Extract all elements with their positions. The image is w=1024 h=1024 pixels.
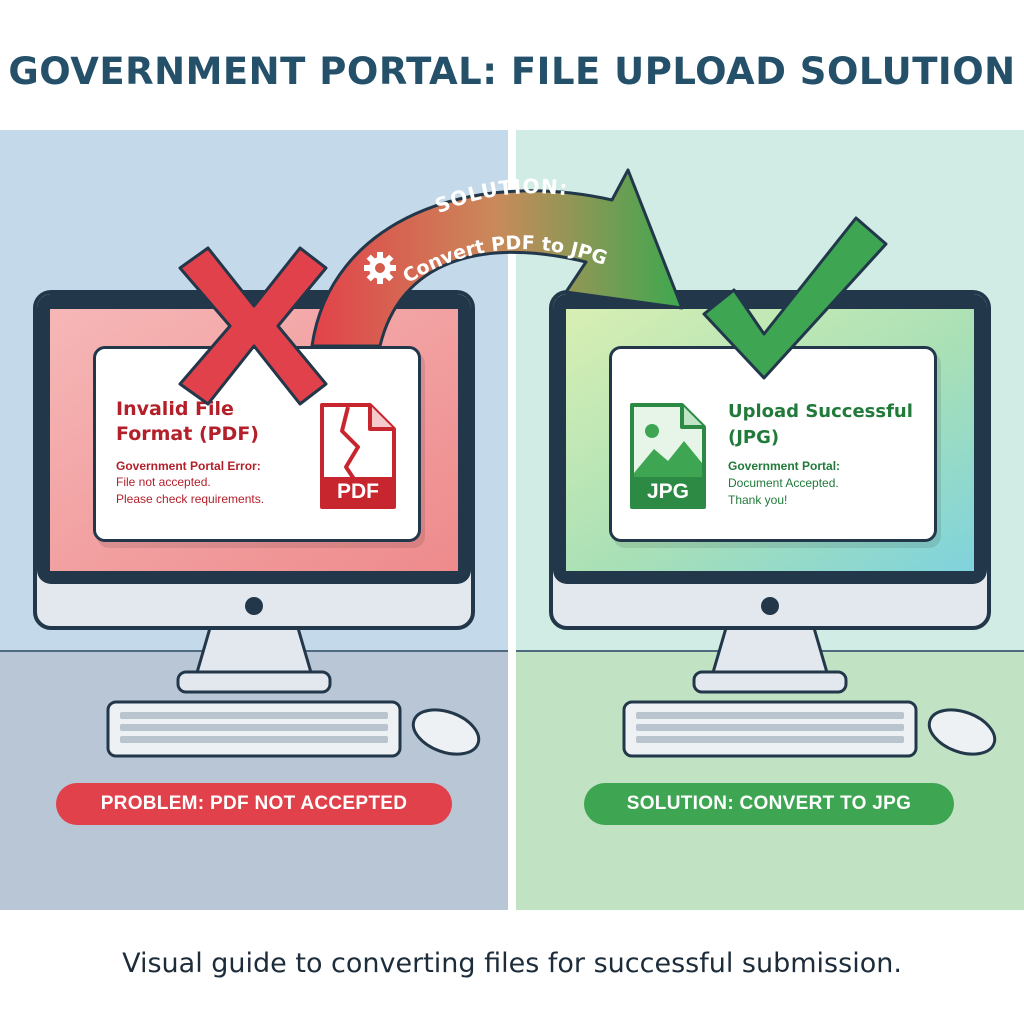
jpg-file-label: JPG <box>647 480 689 503</box>
problem-badge: PROBLEM: PDF NOT ACCEPTED <box>56 783 452 825</box>
left-mouse <box>411 708 481 756</box>
success-message: Document Accepted. <box>728 476 839 490</box>
error-instruction: Please check requirements. <box>116 492 265 506</box>
right-mouse <box>927 708 997 756</box>
page-title: GOVERNMENT PORTAL: FILE UPLOAD SOLUTION <box>8 50 1016 93</box>
jpg-image-file-icon: JPG <box>630 403 706 509</box>
solution-badge: SOLUTION: CONVERT TO JPG <box>584 783 954 825</box>
error-dialog: Invalid File Format (PDF) Government Por… <box>93 346 421 542</box>
error-subheading: Government Portal Error: <box>116 459 261 473</box>
broken-pdf-file-icon: PDF <box>320 403 396 509</box>
pdf-file-label: PDF <box>337 480 379 503</box>
red-x-icon <box>178 246 328 406</box>
success-subheading: Government Portal: <box>728 459 841 473</box>
caption: Visual guide to converting files for suc… <box>122 948 902 979</box>
success-heading: Upload Successful (JPG) <box>728 401 913 448</box>
conversion-arrow: SOLUTION: Convert PDF to JPG <box>310 168 684 348</box>
panel-divider <box>508 130 516 910</box>
success-thanks: Thank you! <box>728 493 788 507</box>
left-keyboard <box>106 700 402 758</box>
error-message: File not accepted. <box>116 475 211 489</box>
gear-icon <box>364 252 396 284</box>
success-dialog: JPG Upload Successful (JPG) Government P… <box>609 346 937 542</box>
right-keyboard <box>622 700 918 758</box>
green-check-icon <box>702 216 888 380</box>
error-heading: Invalid File Format (PDF) <box>116 398 259 445</box>
